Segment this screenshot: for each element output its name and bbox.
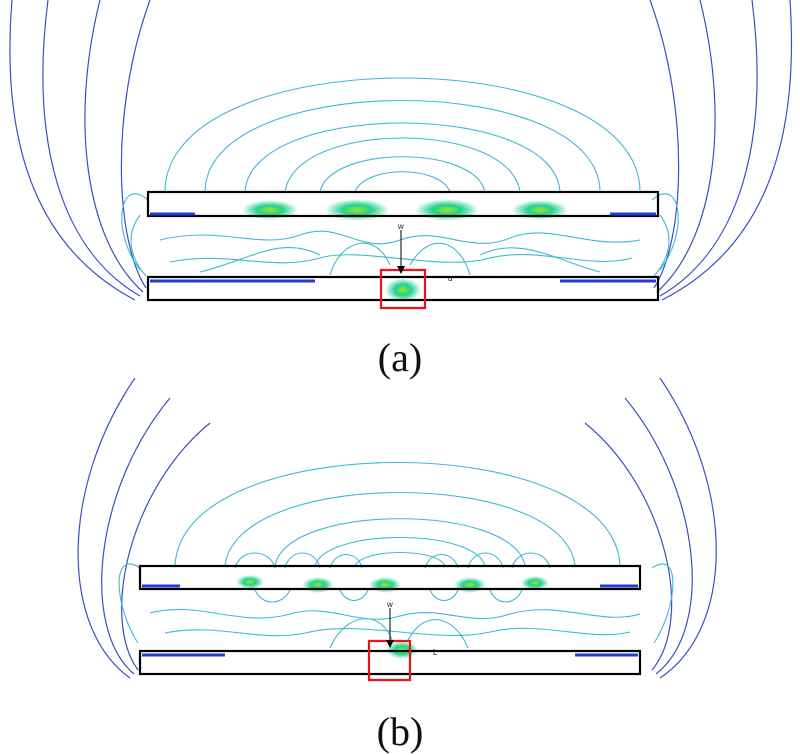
gap-contour: [149, 608, 641, 620]
outer-field-lines: [9, 0, 793, 301]
edge-contour: [651, 563, 674, 644]
caption-a: (a): [377, 335, 423, 380]
field-line: [42, 0, 141, 297]
field-line: [77, 378, 136, 679]
field-line: [84, 0, 144, 293]
bubble: [489, 589, 523, 603]
contour-arc: [354, 171, 451, 193]
upper-plate: [146, 190, 660, 218]
hot-spot: [369, 577, 401, 593]
gap-contour: [329, 242, 391, 276]
plates: [146, 190, 660, 302]
gap-contour: [407, 619, 469, 649]
gap-contour: [159, 230, 641, 245]
field-plot-b-svg: w L: [77, 378, 717, 682]
hot-spots: [242, 199, 568, 302]
contour-arc: [319, 156, 486, 193]
gap-contour: [199, 246, 321, 273]
lower-plate: [146, 275, 660, 302]
outer-field-lines: [77, 378, 717, 679]
field-line: [121, 422, 211, 671]
bubble: [339, 589, 369, 602]
plate-strips: [150, 212, 656, 283]
plate-strips: [142, 584, 638, 657]
hot-spot: [521, 576, 549, 590]
field-line: [659, 0, 758, 297]
field-plot-a: w u: [0, 0, 800, 330]
field-line: [649, 0, 680, 289]
w-arrow-head: [386, 640, 394, 648]
bubble: [424, 553, 459, 569]
edge-contour: [130, 214, 147, 277]
bubble: [284, 552, 321, 569]
contour-arc: [244, 122, 561, 193]
edge-contour: [121, 193, 149, 271]
contour-arc: [174, 462, 621, 567]
hot-spot: [454, 577, 486, 593]
gap-contour: [479, 247, 601, 273]
field-line: [661, 0, 793, 301]
upper-plate: [138, 564, 642, 591]
feed-port: [367, 639, 412, 682]
edge-contour: [653, 214, 670, 277]
lower-plate: [138, 649, 642, 676]
gap-contour: [164, 627, 631, 637]
field-line: [120, 0, 151, 289]
l-label: L: [433, 648, 438, 657]
hot-spots: [236, 575, 549, 659]
contour-arc: [224, 492, 576, 567]
bubble: [234, 552, 276, 569]
w-label: w: [386, 600, 393, 609]
contour-arc: [284, 137, 521, 193]
w-label: w: [397, 222, 404, 231]
l-label: u: [448, 274, 452, 283]
field-line: [584, 422, 673, 671]
bubble: [429, 589, 459, 602]
bubble: [254, 589, 291, 603]
gap-contour: [329, 618, 393, 649]
field-line: [659, 378, 717, 679]
field-line: [624, 397, 693, 675]
hot-spot: [385, 278, 421, 302]
gap-contour: [409, 242, 471, 276]
field-line: [101, 397, 171, 675]
caption-b: (b): [376, 709, 424, 754]
contour-arc: [204, 99, 601, 193]
inner-contours: [118, 462, 674, 649]
hot-spot: [325, 199, 389, 221]
plates: [138, 564, 642, 676]
field-plot-a-svg: w u: [9, 0, 793, 310]
contour-arc: [164, 77, 641, 193]
bubble: [467, 552, 504, 569]
hot-spot: [236, 575, 264, 589]
feed-port: [379, 268, 427, 310]
field-line: [9, 0, 136, 301]
contour-arc: [354, 552, 446, 567]
inner-contours: [121, 77, 679, 277]
field-line: [656, 0, 716, 293]
bubble: [511, 552, 551, 569]
edge-contour: [651, 193, 679, 271]
w-arrow-head: [397, 266, 405, 274]
field-plot-b: w L: [0, 378, 800, 708]
edge-contour: [118, 563, 141, 644]
contour-arc: [274, 518, 526, 567]
bubble: [329, 553, 363, 569]
hot-spot: [415, 199, 479, 221]
contour-arc: [314, 536, 486, 567]
hot-spot: [302, 577, 334, 593]
